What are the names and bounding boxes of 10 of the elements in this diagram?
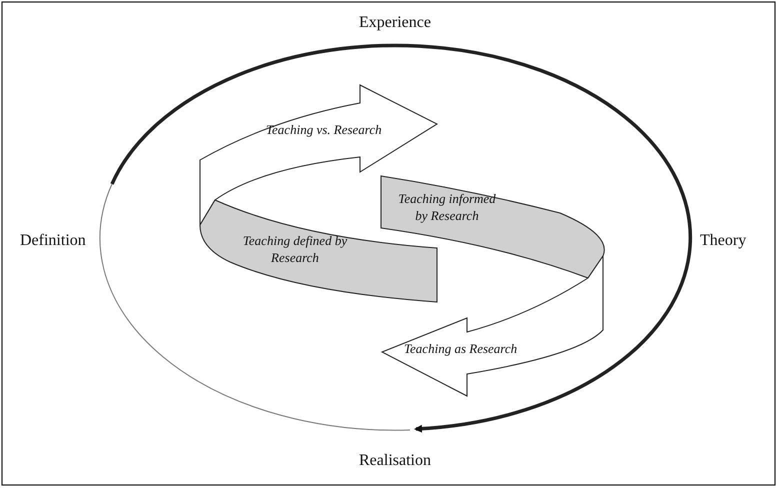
band-text: Teaching as Research: [404, 340, 518, 357]
ribbon-arrow: [380, 255, 606, 399]
band-text: Teaching informed by Research: [397, 190, 497, 224]
cycle-stage-label: Experience: [359, 14, 431, 32]
band-text: Teaching vs. Research: [266, 121, 383, 138]
band-text: Teaching defined by Research: [242, 232, 348, 266]
cycle-stage-label: Theory: [700, 232, 746, 250]
ribbon-band: [380, 174, 606, 280]
cycle-stage-label: Definition: [20, 232, 86, 250]
cycle-stage-label: Realisation: [359, 452, 431, 470]
